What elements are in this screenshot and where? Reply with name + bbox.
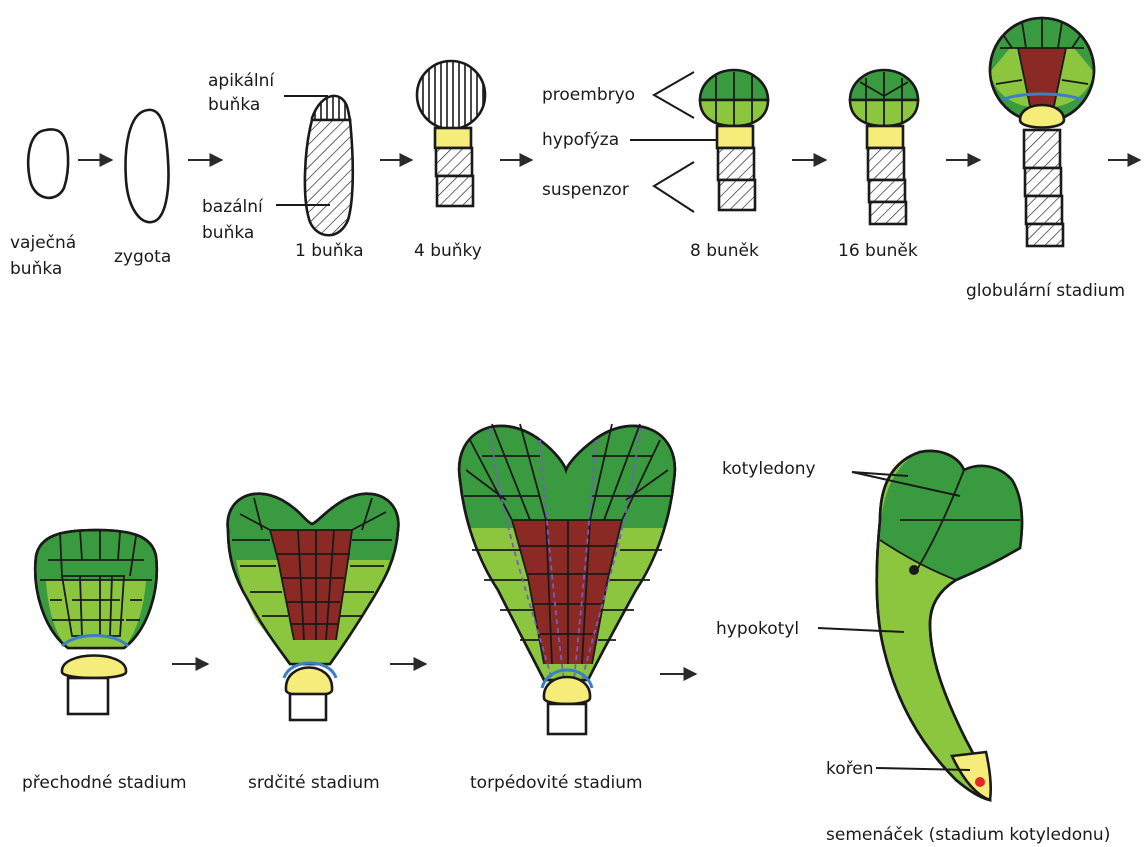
root-meristem-dot	[975, 777, 985, 787]
suspensor-cell	[437, 176, 473, 206]
heart-stage-embryo	[228, 494, 399, 720]
eight-cells-label: 8 buněk	[690, 241, 759, 261]
root-label: kořen	[826, 759, 874, 779]
suspensor-cell	[719, 180, 755, 210]
basal-label-1: bazální	[202, 197, 264, 217]
seedling	[877, 451, 1022, 800]
proembryo-label: proembryo	[542, 85, 635, 105]
globular-embryo	[990, 18, 1094, 246]
suspensor-bracket	[654, 162, 694, 212]
torpedo-label: torpédovité stadium	[470, 773, 643, 793]
basal-cell	[305, 120, 353, 235]
sixteen-cells-label: 16 buněk	[838, 241, 918, 261]
hypocotyl-label: hypokotyl	[716, 619, 799, 639]
egg-cell-label-2: buňka	[10, 259, 62, 279]
four-cell-embryo	[417, 61, 485, 206]
zygote-label: zygota	[114, 247, 171, 267]
egg-cell	[28, 129, 68, 197]
apical-cell	[312, 96, 350, 120]
proembryo-bracket	[654, 72, 694, 118]
one-cell-label: 1 buňka	[295, 241, 364, 261]
globular-label: globulární stadium	[966, 281, 1125, 301]
cotyledons-label: kotyledony	[722, 459, 816, 479]
hypophysis-cell	[717, 126, 753, 148]
hypophysis-cell	[435, 128, 471, 148]
heart-label: srdčité stadium	[248, 773, 380, 793]
one-cell-embryo	[305, 96, 353, 235]
apical-label-1: apikální	[208, 71, 275, 91]
suspensor-cell	[436, 148, 472, 176]
apical-label-2: buňka	[208, 95, 260, 115]
seedling-label: semenáček (stadium kotyledonu)	[826, 825, 1110, 845]
transition-label: přechodné stadium	[22, 773, 187, 793]
sixteen-cell-embryo	[850, 70, 918, 224]
transition-stage-embryo	[35, 530, 157, 714]
suspensor-label: suspenzor	[542, 180, 629, 200]
apical-sphere	[417, 61, 485, 129]
suspensor-cell	[718, 148, 754, 180]
zygote	[126, 110, 169, 222]
hypophysis-cell	[867, 126, 903, 148]
hypophysis-label: hypofýza	[542, 130, 619, 150]
torpedo-stage-embryo	[459, 424, 675, 734]
egg-cell-label-1: vaječná	[10, 233, 76, 253]
basal-label-2: buňka	[202, 223, 254, 243]
four-cells-label: 4 buňky	[414, 241, 482, 261]
